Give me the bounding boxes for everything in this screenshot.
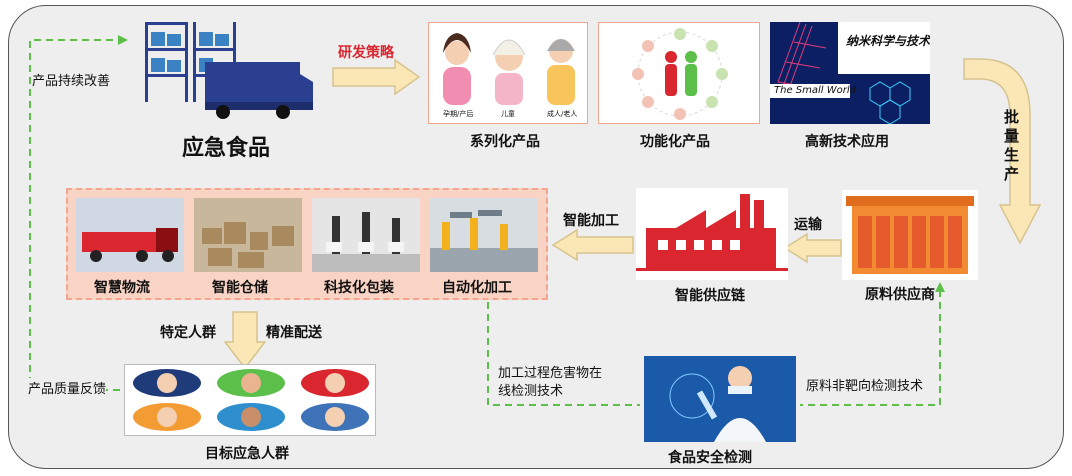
food-safety-image xyxy=(644,356,796,442)
transport-arrow xyxy=(783,232,842,264)
tech-packaging-title: 科技化包装 xyxy=(324,280,394,296)
high-tech-title: 高新技术应用 xyxy=(805,134,889,150)
functional-diagram xyxy=(632,28,728,120)
transport-label: 运输 xyxy=(794,217,822,233)
faces-illustration xyxy=(133,369,369,431)
smart-logistics-title: 智慧物流 xyxy=(94,280,150,296)
high-tech-panel: 纳米科学与技术 The Small World xyxy=(770,22,930,124)
emergency-food-title: 应急食品 xyxy=(182,136,271,161)
rd-strategy-arrow xyxy=(332,58,421,96)
series-products-panel: 孕期/产后 儿童 成人/老人 xyxy=(428,22,588,124)
online-detection-label: 加工过程危害物在线检测技术 xyxy=(498,366,603,399)
delivery-arrow xyxy=(223,311,267,370)
nano-title-cn: 纳米科学与技术 xyxy=(846,34,930,48)
nano-title-en: The Small World xyxy=(774,85,856,96)
series-products-title: 系列化产品 xyxy=(470,134,540,150)
smart-logistics-image xyxy=(76,198,184,272)
target-groups-title: 目标应急人群 xyxy=(205,446,289,462)
nontarget-detection-label: 原料非靶向检测技术 xyxy=(806,379,924,394)
precise-delivery-label: 精准配送 xyxy=(266,325,322,341)
quality-feedback-label: 产品质量反馈 xyxy=(28,378,107,397)
people-illustration xyxy=(443,33,575,105)
smart-processing-label: 智能加工 xyxy=(563,213,619,229)
raw-supplier-panel xyxy=(842,190,978,280)
series-caption-2: 儿童 xyxy=(501,110,515,118)
smart-warehouse-image xyxy=(194,198,302,272)
functional-products-panel xyxy=(598,22,760,124)
scientist-illustration xyxy=(644,356,796,442)
smart-processing-arrow xyxy=(551,228,634,262)
rd-strategy-label: 研发策略 xyxy=(338,45,394,61)
smart-warehouse-title: 智能仓储 xyxy=(212,280,268,296)
specific-groups-label: 特定人群 xyxy=(160,325,216,341)
product-improve-label: 产品持续改善 xyxy=(32,70,111,89)
smart-supply-chain-title: 智能供应链 xyxy=(675,288,745,304)
factory-icon xyxy=(636,194,788,271)
nano-structure-illustration xyxy=(770,22,930,124)
series-caption-3: 成人/老人 xyxy=(547,110,578,118)
series-caption-1: 孕期/产后 xyxy=(443,110,474,118)
functional-products-title: 功能化产品 xyxy=(640,134,710,150)
auto-processing-image xyxy=(430,198,538,272)
smart-supply-chain-panel xyxy=(636,188,788,280)
auto-processing-title: 自动化加工 xyxy=(442,280,512,296)
batch-production-arrow xyxy=(963,58,1042,245)
food-safety-title: 食品安全检测 xyxy=(668,450,752,466)
store-icon xyxy=(846,196,974,274)
raw-supplier-title: 原料供应商 xyxy=(865,287,935,303)
tech-packaging-image xyxy=(312,198,420,272)
warehouse-truck-illustration xyxy=(145,22,313,119)
target-groups-panel xyxy=(124,364,376,436)
batch-production-label: 批量生产 xyxy=(1004,108,1020,183)
